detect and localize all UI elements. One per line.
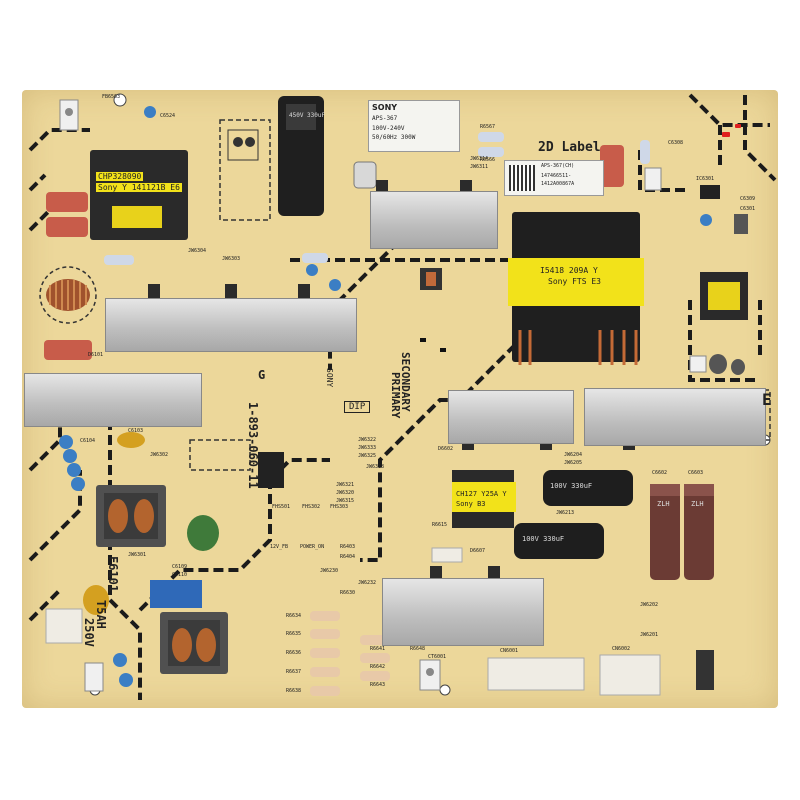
fuse-rating-v: 250V: [82, 618, 96, 647]
label-r6641: R6641: [370, 646, 386, 652]
label-c6301: C6301: [740, 206, 756, 212]
transformer-2-label-line1: I5418 209A Y: [540, 266, 598, 275]
transformer-1-label-line1: CHP328090: [96, 172, 144, 181]
letter-g: G: [258, 368, 266, 382]
label-r6404: R6404: [340, 554, 356, 560]
label-jw6333: JW6333: [358, 445, 377, 451]
label-r6635: R6635: [286, 631, 302, 637]
label-r6637: R6637: [286, 669, 302, 675]
label-r6567: R6567: [480, 124, 496, 130]
label-c6110: C6110: [172, 572, 188, 578]
heatsink-bottom: [382, 578, 544, 646]
label-jw6230: JW6230: [320, 568, 339, 574]
label-jw6202: JW6202: [640, 602, 659, 608]
label-cn6001: CN6001: [500, 648, 519, 654]
label-jw6320: JW6320: [336, 490, 355, 496]
label-c6103: C6103: [128, 428, 144, 434]
heatsink-right: [584, 388, 766, 446]
voltage-text: 100V-240V: [372, 125, 405, 132]
label-c6603: C6603: [688, 470, 704, 476]
sticker-code-1: 147466511-: [541, 173, 572, 179]
transformer-1-label-line2: Sony Y 141121B E6: [96, 183, 182, 192]
heatsink-center-mid: [448, 390, 574, 444]
fuse-rating-a: T5AH: [94, 600, 108, 629]
label-jw6303: JW6303: [222, 256, 241, 262]
cap6-label: ZLH: [691, 500, 704, 508]
label-12v-fb: 12V_FB: [270, 544, 289, 550]
label-jw6321: JW6321: [336, 482, 355, 488]
label-r6636: R6636: [286, 650, 302, 656]
cap5-label: ZLH: [657, 500, 670, 508]
model-text: APS-367: [372, 115, 398, 122]
label-r6642: R6642: [370, 664, 386, 670]
label-2d: 2D Label: [538, 140, 601, 155]
label-fhs303: FHS303: [330, 504, 349, 510]
sony-silk: SONY: [325, 368, 334, 388]
datamatrix-sticker: APS-367(CH) 147466511- 1412A00867A: [504, 160, 604, 196]
letter-e: E: [762, 390, 772, 409]
label-jw6232: JW6232: [358, 580, 377, 586]
label-jw6205: JW6205: [564, 460, 583, 466]
label-c6109: C6109: [172, 564, 188, 570]
label-fhs302: FHS302: [302, 504, 321, 510]
cap1-label: 100V 330uF: [550, 482, 593, 490]
label-cn6002: CN6002: [612, 646, 631, 652]
sticker-id: APS-367(CH): [541, 163, 575, 169]
transformer-3-label-line2: Sony B3: [456, 500, 486, 508]
label-jw6301: JW6301: [128, 552, 147, 558]
fuse-label: F6101: [106, 556, 120, 593]
datamatrix-code: [509, 165, 535, 191]
part-number: 1-893-060-11: [246, 402, 260, 489]
label-r6634: R6634: [286, 613, 302, 619]
heatsink-left-top: [105, 298, 357, 352]
label-r6615: R6615: [432, 522, 448, 528]
label-jw6204: JW6204: [564, 452, 583, 458]
label-ct6001: CT6001: [428, 654, 447, 660]
label-fb6563: FB6563: [102, 94, 121, 100]
label-c6524: C6524: [160, 113, 176, 119]
label-r6403: R6403: [340, 544, 356, 550]
label-r6648: R6648: [410, 646, 426, 652]
primary-label: PRIMARY: [389, 372, 402, 419]
label-fhs501: FHS501: [272, 504, 291, 510]
label-d6607: D6607: [470, 548, 486, 554]
sticker-code-2: 1412A00867A: [541, 181, 575, 187]
label-c6602: C6602: [652, 470, 668, 476]
label-c6308: C6308: [668, 140, 684, 146]
dip-label: DIP: [344, 401, 371, 413]
label-jw6314: JW6314: [470, 156, 489, 162]
rating-sticker: SONY APS-367 100V-240V 50/60Hz 300W: [368, 100, 460, 152]
label-jw6304: JW6304: [188, 248, 207, 254]
label-jw6318: JW6318: [366, 464, 385, 470]
heatsink-left-bottom: [24, 373, 202, 427]
transformer-3-label-line1: CH127 Y25A Y: [456, 490, 507, 498]
transformer-2-label-line2: Sony FTS E3: [548, 277, 601, 286]
label-jw6201: JW6201: [640, 632, 659, 638]
label-c6309: C6309: [740, 196, 756, 202]
label-jw6213: JW6213: [556, 510, 575, 516]
power-text: 50/60Hz 300W: [372, 134, 416, 141]
label-power-on: POWER_ON: [300, 544, 325, 550]
label-r6566: R6566: [480, 157, 496, 163]
label-jw6325: JW6325: [358, 453, 377, 459]
label-r6630: R6630: [340, 590, 356, 596]
label-jw6302: JW6302: [150, 452, 169, 458]
label-jw6322: JW6322: [358, 437, 377, 443]
label-r6638: R6638: [286, 688, 302, 694]
label-d6602: D6602: [438, 446, 454, 452]
big-cap-label: 450V 330uF: [289, 112, 326, 119]
cap3-label: 100V 330uF: [522, 535, 565, 543]
label-ic6301: IC6301: [696, 176, 715, 182]
label-c6104: C6104: [80, 438, 96, 444]
label-r6643: R6643: [370, 682, 386, 688]
label-jw6315: JW6315: [336, 498, 355, 504]
heatsink-center-top: [370, 191, 498, 249]
label-d6101: D6101: [88, 352, 104, 358]
brand-text: SONY: [372, 103, 398, 112]
label-jw6311: JW6311: [470, 164, 489, 170]
